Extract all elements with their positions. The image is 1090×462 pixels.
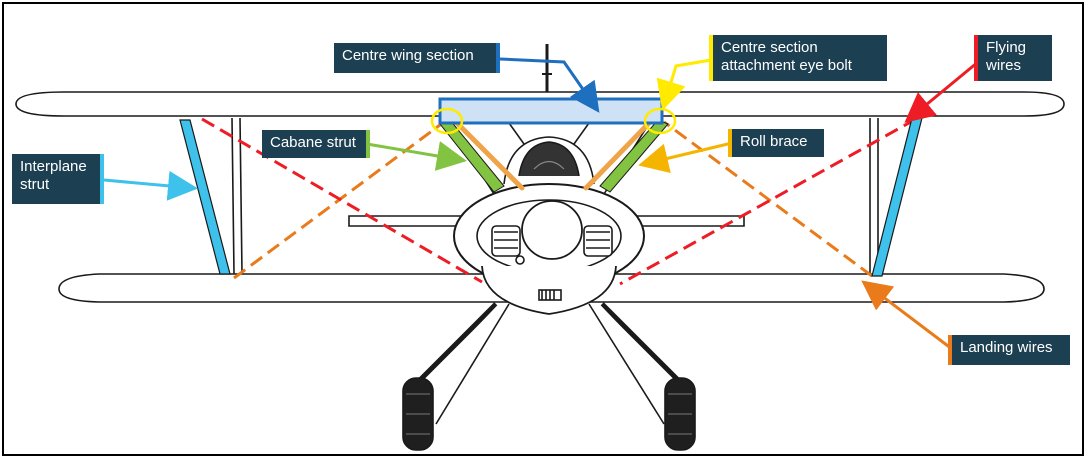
propeller-hub [521, 200, 583, 260]
label-eye-bolt-line-2: attachment eye bolt [721, 57, 852, 74]
label-cabane-strut: Cabane strut [262, 130, 370, 158]
label-flying-wires-line-2: wires [986, 57, 1022, 74]
biplane-diagram [15, 44, 1065, 451]
label-roll-brace-text: Roll brace [740, 133, 808, 150]
arrow-cabane-strut [366, 141, 467, 171]
arrow-eye-bolt [656, 58, 712, 111]
arrow-landing-wires [861, 280, 953, 351]
label-centre-wing-section-text: Centre wing section [342, 47, 474, 64]
label-eye-bolt-line-1: Centre section [721, 39, 818, 56]
label-centre-wing-section: Centre wing section [334, 43, 500, 73]
label-landing-wires-text: Landing wires [960, 339, 1053, 356]
roll-braces [453, 119, 653, 191]
arrow-roll-brace [638, 141, 733, 174]
centre-wing-section [438, 97, 664, 125]
label-landing-wires: Landing wires [948, 335, 1070, 365]
arrow-flying-wires [904, 60, 979, 123]
label-flying-wires: Flying wires [974, 35, 1052, 81]
label-eye-bolt: Centre section attachment eye bolt [709, 35, 887, 81]
flying-wires [201, 117, 917, 286]
label-interplane-strut-line-2: strut [20, 176, 50, 193]
label-interplane-strut-line-1: Interplane [20, 158, 87, 175]
label-roll-brace: Roll brace [728, 129, 824, 157]
label-cabane-strut-text: Cabane strut [270, 134, 356, 151]
figure-frame: Centre wing section Centre section attac… [2, 2, 1084, 456]
eye-bolt-left [430, 107, 464, 135]
label-flying-wires-line-1: Flying [986, 39, 1027, 56]
arrow-centre-wing [499, 57, 600, 113]
label-interplane-strut: Interplane strut [12, 154, 104, 204]
arrow-interplane-strut [103, 170, 198, 201]
